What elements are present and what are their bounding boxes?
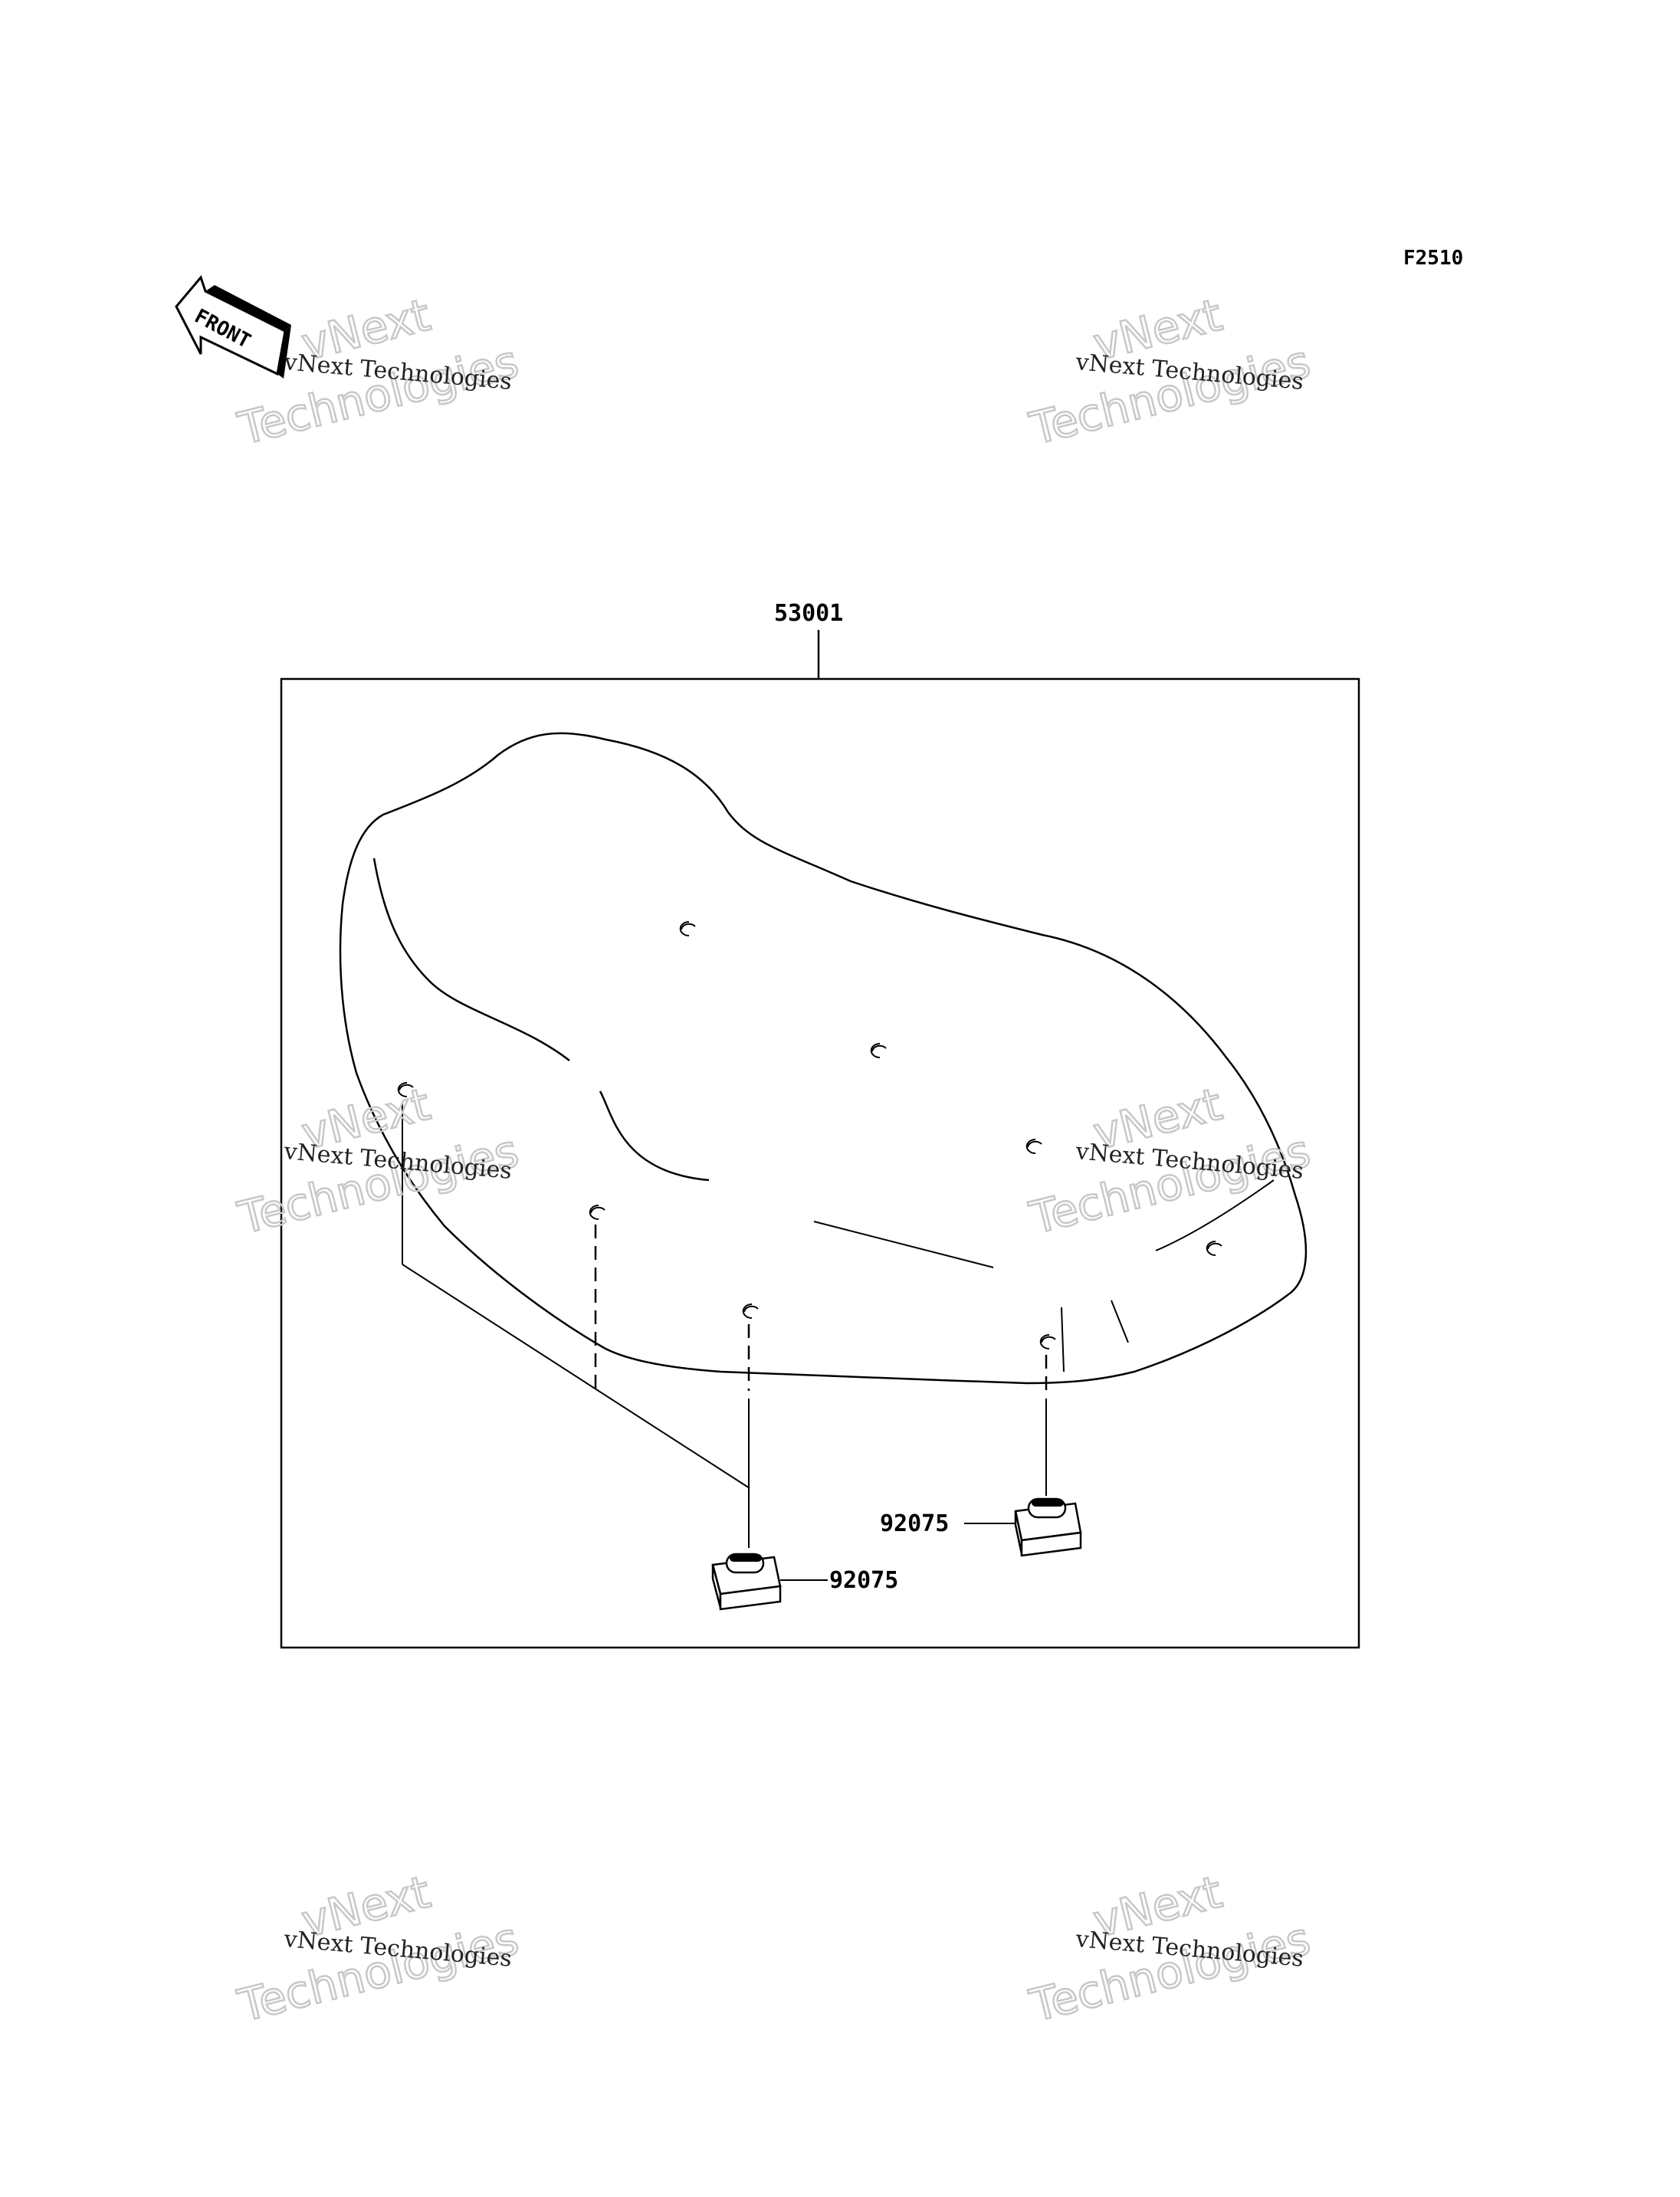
watermark: vNext Technologies vNext Technologies <box>232 1864 524 2033</box>
part-label-damper-left: 92075 <box>829 1567 898 1594</box>
clip-icon <box>870 1043 887 1058</box>
watermark: vNext Technologies vNext Technologies <box>1024 1077 1316 1245</box>
clip-icon <box>397 1082 414 1097</box>
seat-clips <box>397 921 1222 1349</box>
damper-block-right <box>1014 1497 1082 1557</box>
connector-lines <box>402 1103 1048 1548</box>
clip-icon <box>1025 1139 1042 1154</box>
diagram-frame <box>280 677 1360 1649</box>
clip-icon <box>589 1205 605 1220</box>
watermark: vNext Technologies vNext Technologies <box>232 1077 524 1245</box>
watermark: vNext Technologies vNext Technologies <box>1024 1864 1316 2033</box>
watermark: vNext Technologies vNext Technologies <box>1024 287 1316 456</box>
clip-icon <box>679 921 696 936</box>
figure-code: F2510 <box>1403 247 1463 270</box>
part-label-damper-right: 92075 <box>880 1510 949 1537</box>
damper-block-left <box>711 1553 782 1611</box>
seat-drawing <box>339 732 1308 1385</box>
clip-icon <box>742 1303 759 1319</box>
front-arrow-icon: FRONT <box>175 274 291 379</box>
part-label-seat: 53001 <box>774 600 843 627</box>
clip-icon <box>1039 1334 1056 1349</box>
clip-icon <box>1206 1241 1222 1256</box>
